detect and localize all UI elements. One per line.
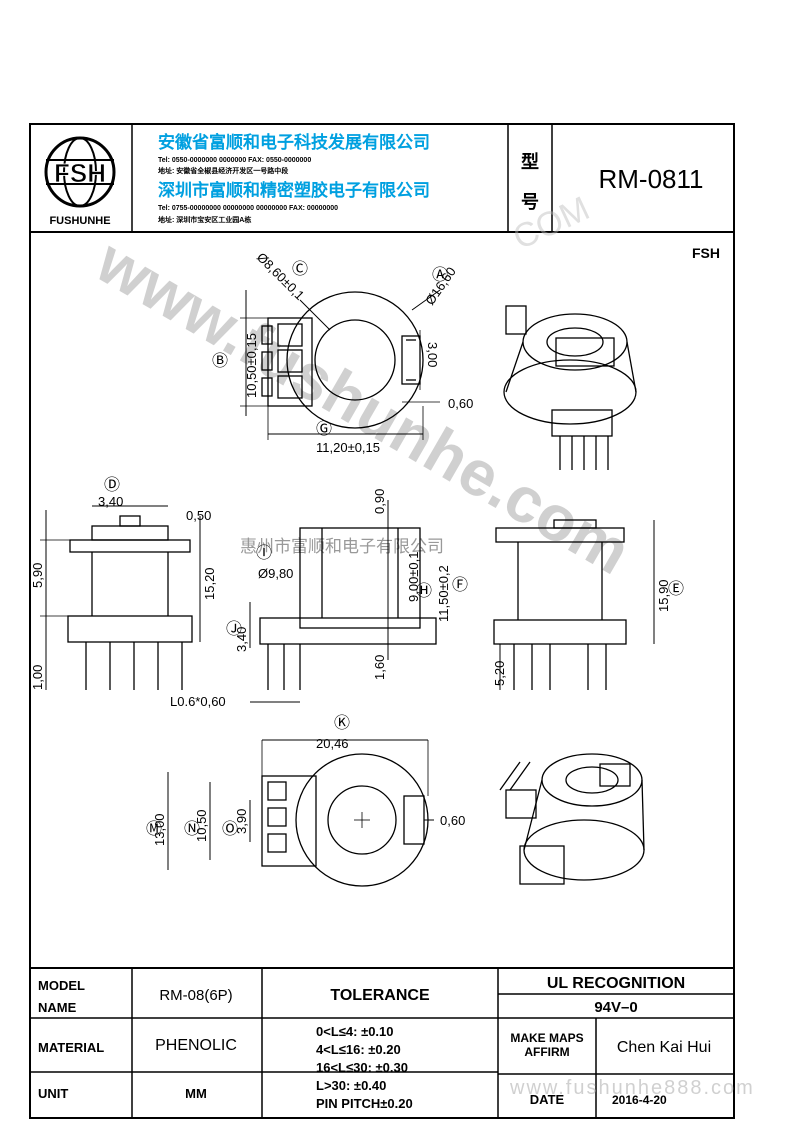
label-g: Ⓖ	[316, 420, 332, 438]
make-value: Chen Kai Hui	[617, 1039, 711, 1056]
dim-pin: L0.6*0,60	[170, 694, 226, 709]
type-label-1: 型	[521, 151, 539, 172]
label-a: Ⓐ	[432, 266, 448, 284]
ul-value: 94V–0	[594, 999, 637, 1016]
company2-tel: Tel: 0755-00000000 00000000 00000000 FAX…	[158, 205, 338, 212]
label-k: Ⓚ	[334, 714, 350, 732]
unit-value: MM	[185, 1086, 207, 1101]
watermark-cn: 惠州市富顺和电子有限公司	[240, 537, 444, 556]
label-m: Ⓜ	[146, 820, 162, 838]
label-f: Ⓕ	[452, 576, 468, 594]
label-h: Ⓗ	[416, 582, 432, 600]
dim-h5-20: 5,20	[492, 661, 507, 686]
name-label: NAME	[38, 1000, 77, 1015]
label-o: Ⓞ	[222, 820, 238, 838]
dim-w3-00: 3,00	[425, 342, 440, 367]
dim-d9-80: Ø9,80	[258, 566, 293, 581]
tol-line-2: 4<L≤16: ±0.20	[316, 1042, 401, 1057]
dim-h10-50-b: 10,50	[194, 809, 209, 842]
make-label-2: AFFIRM	[524, 1045, 569, 1059]
dim-w20-46: 20,46	[316, 736, 349, 751]
title-block-table	[30, 967, 734, 1118]
isometric-view-bottom	[499, 753, 645, 885]
side-view-left	[40, 505, 201, 690]
bottom-view	[167, 739, 434, 887]
company1-name: 安徽省富顺和电子科技发展有限公司	[158, 132, 430, 152]
side-view-center	[249, 500, 437, 703]
dim-h1-00: 1,00	[30, 665, 45, 690]
dim-h11-50: 11,50±0,2	[436, 565, 451, 622]
dim-h5-90: 5,90	[30, 563, 45, 588]
model-value: RM-08(6P)	[159, 987, 232, 1004]
dim-h3-40: 3,40	[234, 627, 249, 652]
title-header: FSH FUSHUNHE 安徽省富顺和电子科技发展有限公司 Tel: 0550-…	[30, 124, 734, 233]
ul-label: UL RECOGNITION	[547, 975, 685, 992]
company1-tel: Tel: 0550-0000000 0000000 FAX: 0550-0000…	[158, 157, 311, 164]
company2-name: 深圳市富顺和精密塑胶电子有限公司	[158, 180, 430, 200]
model-number: RM-0811	[598, 164, 703, 194]
date-value: 2016-4-20	[612, 1093, 667, 1107]
side-view-center-dims: 0,90 Ⓘ Ø9,80 9,00±0,1 Ⓗ 11,50±0,2 Ⓕ Ⓙ 3,…	[170, 489, 468, 709]
dim-h1-60: 1,60	[372, 655, 387, 680]
side-view-right-dims: 15,90 Ⓔ 5,20	[492, 579, 684, 686]
side-view-left-dims: Ⓓ 3,40 0,50 5,90 15,20 1,00	[30, 476, 217, 690]
tol-line-3: 16<L≤30: ±0.30	[316, 1060, 408, 1075]
label-b: Ⓑ	[212, 352, 228, 370]
dim-h3-90: 3,90	[234, 809, 249, 834]
fsh-mark: FSH	[692, 245, 720, 261]
bottom-view-dims: Ⓚ 20,46 Ⓜ 13,00 Ⓝ 10,50 Ⓞ 3,90 0,60	[146, 714, 465, 846]
model-label: MODEL	[38, 978, 85, 993]
date-label: DATE	[530, 1092, 565, 1107]
dim-w0-50: 0,50	[186, 508, 211, 523]
dim-h10-50: 10,50±0,15	[244, 333, 259, 398]
dim-h13-00: 13,00	[152, 813, 167, 846]
material-label: MATERIAL	[38, 1040, 104, 1055]
side-view-right	[493, 519, 655, 690]
material-value: PHENOLIC	[155, 1037, 237, 1054]
logo-text: FSH	[54, 158, 106, 188]
make-label-1: MAKE MAPS	[510, 1031, 583, 1045]
company2-addr: 地址: 深圳市宝安区工业园A栋	[158, 215, 251, 224]
tol-line-4: L>30: ±0.40	[316, 1078, 386, 1093]
label-d: Ⓓ	[104, 476, 120, 494]
company-logo: FSH FUSHUNHE	[44, 136, 116, 227]
dim-h0-90: 0,90	[372, 489, 387, 514]
dim-h15-90: 15,90	[656, 579, 671, 612]
dim-w0-60-top: 0,60	[448, 396, 473, 411]
dim-w3-40: 3,40	[98, 494, 123, 509]
label-j: Ⓙ	[226, 620, 242, 638]
isometric-view-top	[503, 305, 637, 470]
unit-label: UNIT	[38, 1086, 68, 1101]
dim-w11-20: 11,20±0,15	[316, 440, 380, 455]
tol-line-1: 0<L≤4: ±0.10	[316, 1024, 394, 1039]
company1-addr: 地址: 安徽省全椒县经济开发区一号路中段	[158, 166, 288, 175]
label-i: Ⓘ	[256, 544, 272, 562]
type-label-2: 号	[521, 192, 539, 212]
label-n: Ⓝ	[184, 820, 200, 838]
dim-h15-20: 15,20	[202, 567, 217, 600]
sheet-frame	[29, 123, 735, 1119]
logo-caption: FUSHUNHE	[49, 215, 110, 227]
dim-h9-00: 9,00±0,1	[406, 551, 421, 602]
label-e: Ⓔ	[668, 580, 684, 598]
label-c: Ⓒ	[292, 260, 308, 278]
bottom-watermark: www.fushunhe888.com	[509, 1077, 755, 1099]
title-block-text: MODEL NAME RM-08(6P) TOLERANCE UL RECOGN…	[38, 975, 711, 1111]
tol-line-5: PIN PITCH±0.20	[316, 1096, 413, 1111]
top-view	[240, 289, 441, 440]
tolerance-label: TOLERANCE	[330, 987, 430, 1004]
dim-w0-60-bot: 0,60	[440, 813, 465, 828]
